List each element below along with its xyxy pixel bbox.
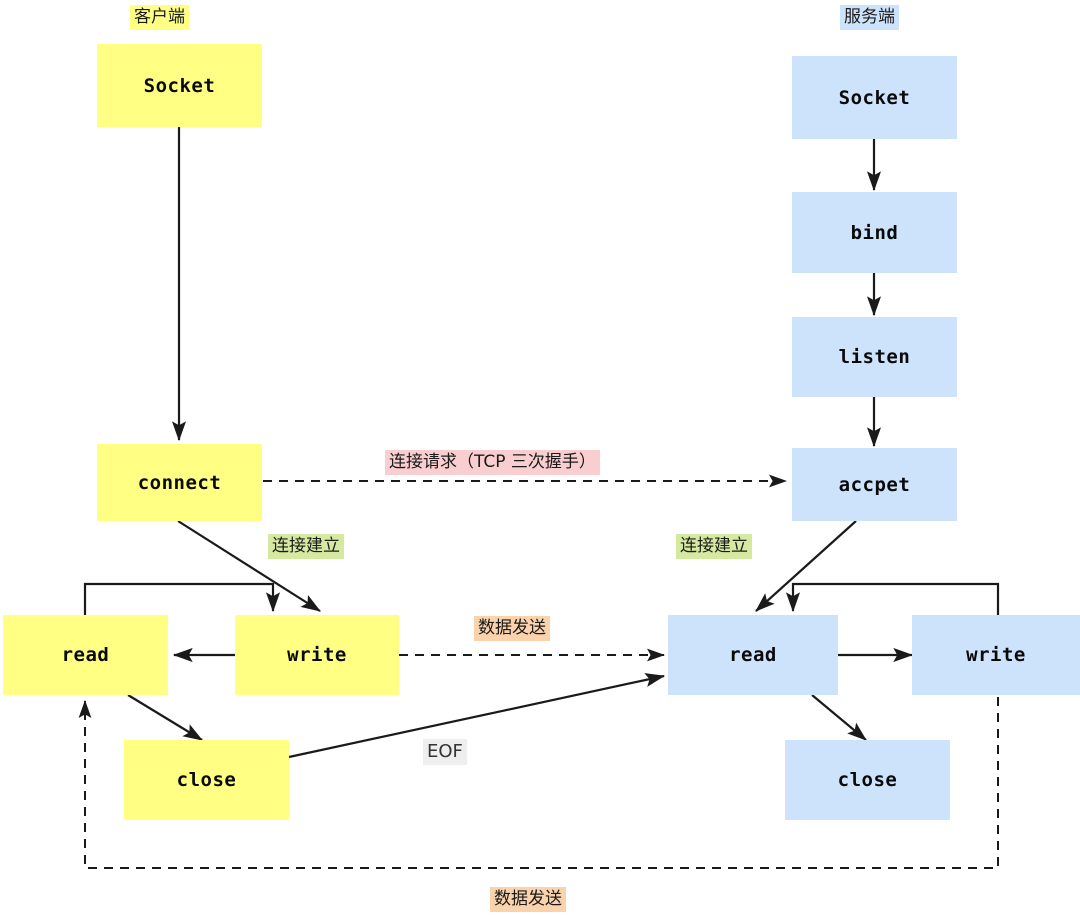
label-eof: EOF — [423, 739, 467, 766]
node-client-read[interactable]: read — [3, 615, 168, 695]
node-client-socket[interactable]: Socket — [97, 44, 262, 127]
client-column-header: 客户端 — [130, 5, 189, 30]
label-connect-request: 连接请求（TCP 三次握手） — [385, 450, 600, 475]
node-client-write[interactable]: write — [235, 615, 399, 695]
edge-server-read-to-close — [811, 694, 867, 741]
edge-server-write-to-read-loop — [785, 582, 1000, 615]
node-server-accept[interactable]: accpet — [792, 448, 957, 521]
edge-client-read-to-close — [127, 694, 203, 741]
label-connection-established-client: 连接建立 — [268, 534, 344, 559]
node-server-socket[interactable]: Socket — [792, 56, 957, 139]
node-client-connect[interactable]: connect — [97, 444, 262, 521]
node-server-listen[interactable]: listen — [792, 317, 957, 397]
node-server-read[interactable]: read — [668, 615, 838, 695]
edge-server-accept-to-read — [755, 520, 857, 612]
label-data-send-top: 数据发送 — [474, 616, 550, 641]
server-column-header: 服务端 — [840, 5, 899, 30]
node-server-write[interactable]: write — [912, 615, 1080, 695]
node-client-close[interactable]: close — [124, 740, 289, 820]
node-server-close[interactable]: close — [785, 740, 950, 820]
edge-client-read-to-write-loop — [83, 582, 281, 615]
label-data-send-bottom: 数据发送 — [490, 887, 566, 912]
label-connection-established-server: 连接建立 — [676, 534, 752, 559]
node-server-bind[interactable]: bind — [792, 192, 957, 273]
